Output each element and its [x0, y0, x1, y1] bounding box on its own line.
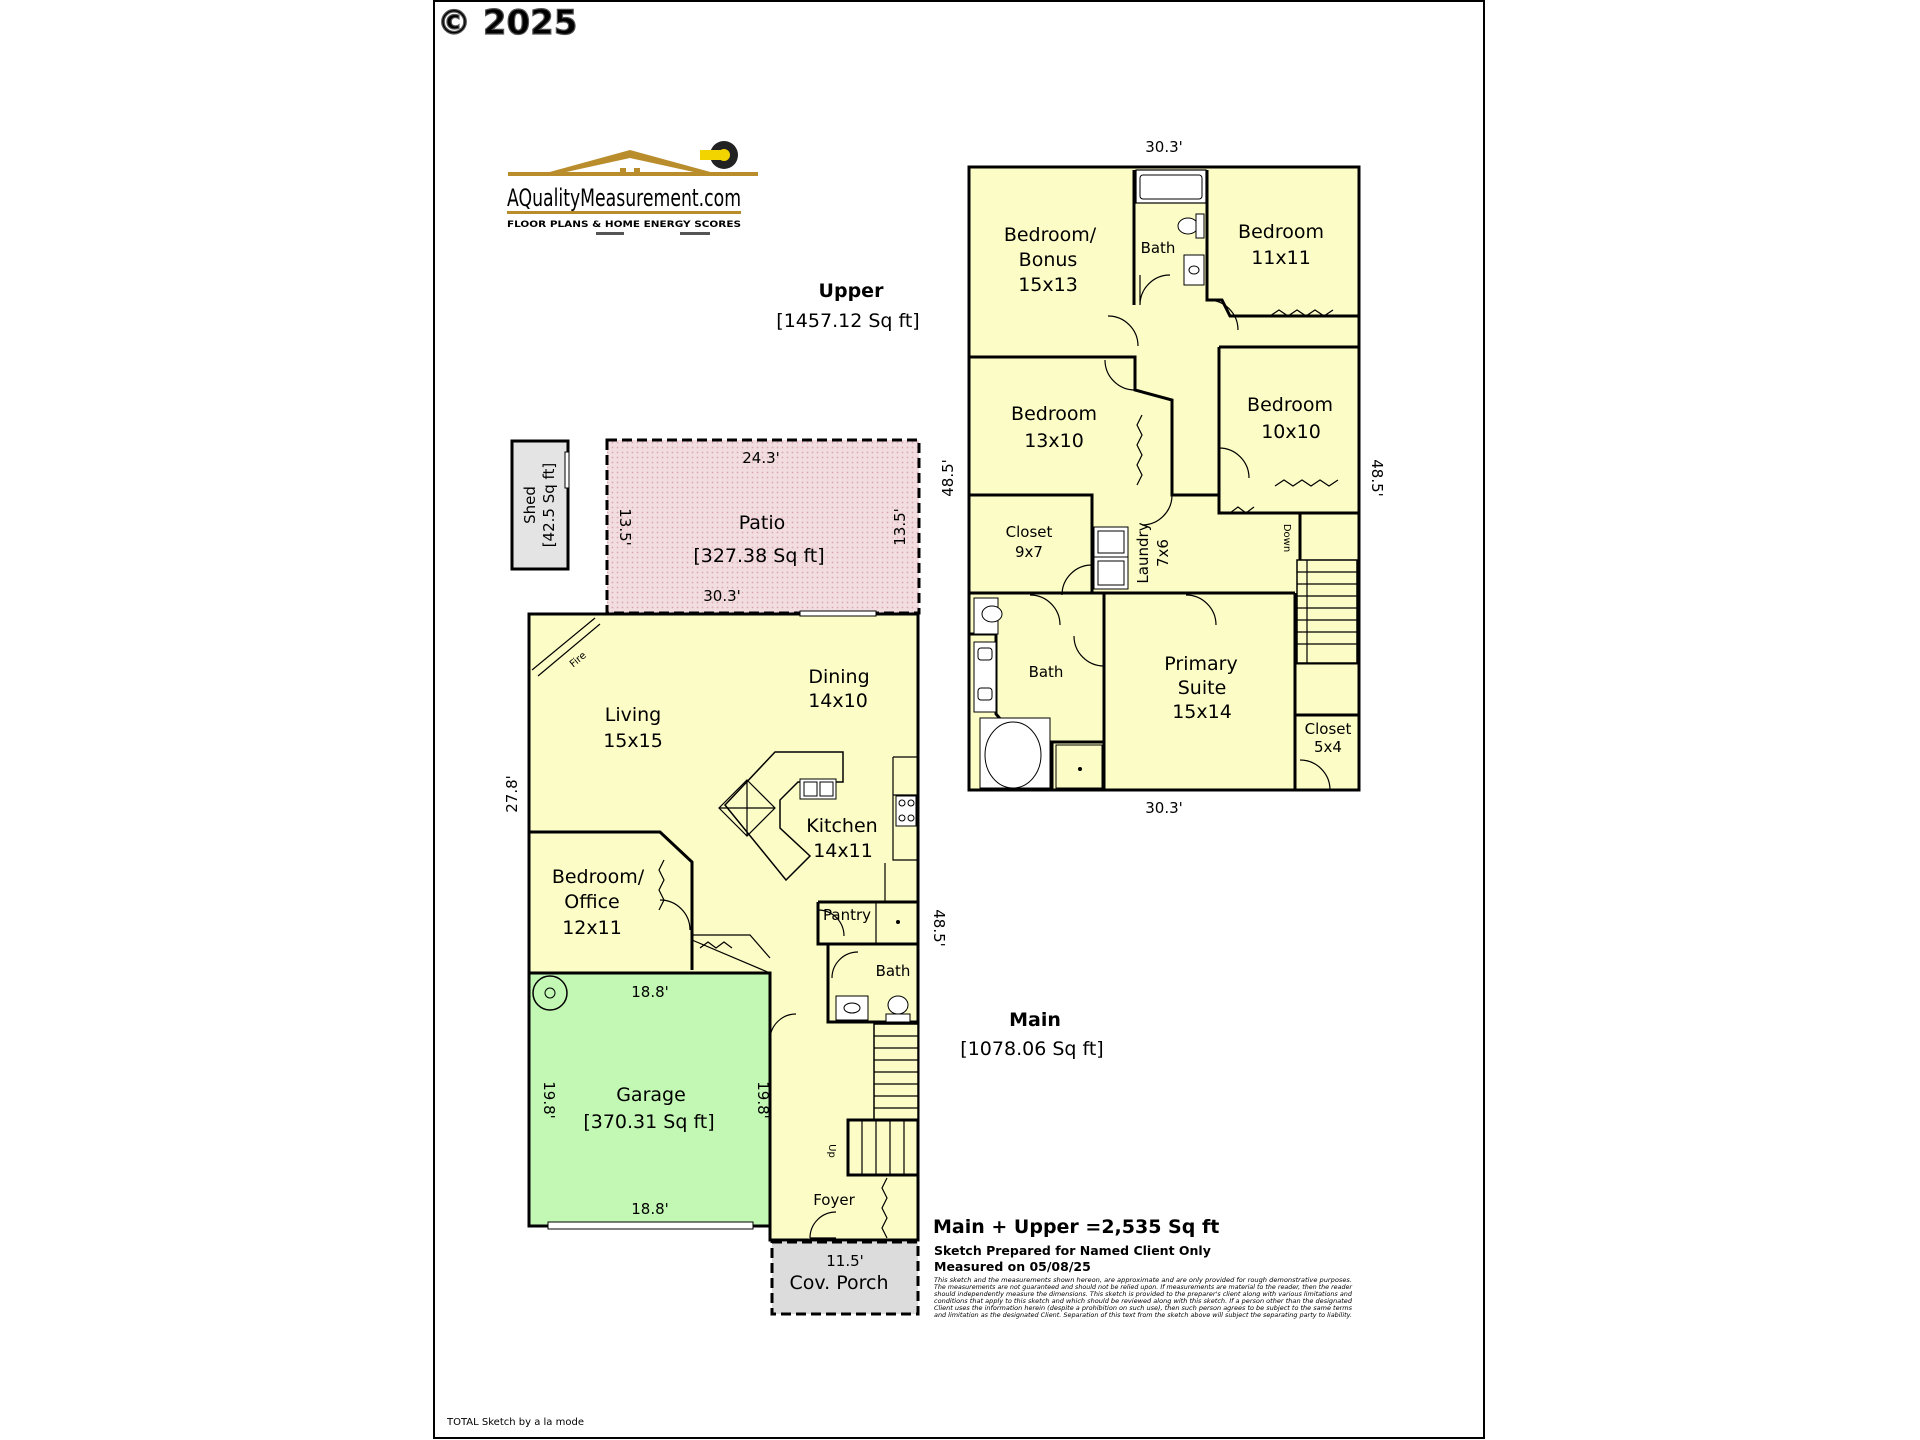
disclaimer-line: should independently measure the dimensi… [934, 1291, 1352, 1298]
room-office-size: 12x11 [562, 917, 622, 939]
room-bath-main-label: Bath [876, 962, 911, 980]
shed-area: [42.5 Sq ft] [540, 463, 558, 548]
room-dining-label: Dining [808, 666, 869, 688]
room-bonus-label: Bonus [1019, 249, 1078, 271]
garage-area: [370.31 Sq ft] [583, 1111, 714, 1133]
room-pantry-label: Pantry [823, 906, 871, 924]
patio-area: [327.38 Sq ft] [693, 545, 824, 567]
patio-dim-left: 13.5' [616, 508, 634, 546]
room-closet-b-size: 5x4 [1314, 738, 1342, 756]
upper-area: [1457.12 Sq ft] [776, 310, 919, 332]
upper-dim-right: 48.5' [1368, 459, 1386, 497]
stairs-down-label: Down [1281, 524, 1292, 552]
room-kitchen-size: 14x11 [813, 840, 873, 862]
patio-label: Patio [739, 512, 786, 534]
shed [510, 439, 570, 571]
company-logo: AQualityMeasurement.com FLOOR PLANS & HO… [507, 141, 758, 235]
main-title: Main [1009, 1009, 1061, 1031]
porch-label: Cov. Porch [789, 1272, 888, 1294]
room-primary-suite-label: Suite [1178, 677, 1227, 699]
main-area: [1078.06 Sq ft] [960, 1038, 1103, 1060]
covered-porch [770, 1240, 920, 1316]
disclaimer-line: Client uses the information herein (desp… [934, 1305, 1352, 1312]
porch-dim: 11.5' [826, 1252, 864, 1270]
patio [605, 438, 921, 615]
room-bedroom-w-size: 13x10 [1024, 430, 1084, 452]
room-bedroom-ne-label: Bedroom [1238, 221, 1324, 243]
room-closet-b-label: Closet [1305, 720, 1352, 738]
room-living-label: Living [605, 704, 662, 726]
measured-date: Measured on 05/08/25 [934, 1259, 1091, 1274]
room-closet-label: Closet [1006, 523, 1053, 541]
room-foyer-label: Foyer [813, 1191, 855, 1209]
garage [527, 971, 772, 1228]
room-living-size: 15x15 [603, 730, 663, 752]
garage-dim-left: 19.8' [540, 1081, 558, 1119]
garage-dim-bottom: 18.8' [631, 1200, 669, 1218]
room-bedroom-w-label: Bedroom [1011, 403, 1097, 425]
main-dim-left: 27.8' [503, 775, 521, 813]
disclaimer-line: This sketch and the measurements shown h… [934, 1277, 1352, 1284]
copyright-text: © 2025 [437, 3, 577, 43]
upper-outline [967, 165, 1361, 792]
disclaimer-line: conditions that apply to this sketch and… [934, 1298, 1352, 1305]
upper-dim-top: 30.3' [1145, 138, 1183, 156]
room-primary-suite-label: Primary [1164, 653, 1237, 675]
shed-label: Shed [521, 486, 539, 524]
room-bath-upper-label: Bath [1141, 239, 1176, 257]
room-laundry-size: 7x6 [1154, 539, 1172, 567]
garage-dim-top: 18.8' [631, 983, 669, 1001]
room-office-label: Office [564, 891, 619, 913]
logo-name: AQualityMeasurement.com [507, 184, 741, 212]
room-bonus-size: 15x13 [1018, 274, 1078, 296]
room-office-label: Bedroom/ [552, 866, 645, 888]
main-floor-plan [527, 610, 920, 1316]
room-primary-bath-label: Bath [1029, 663, 1064, 681]
upper-title: Upper [819, 280, 885, 302]
upper-floor-plan [967, 165, 1361, 792]
patio-dim-top: 24.3' [742, 449, 780, 467]
room-bedroom-ne-size: 11x11 [1251, 247, 1311, 269]
logo-tagline: FLOOR PLANS & HOME ENERGY SCORES [507, 220, 741, 230]
room-laundry-label: Laundry [1134, 522, 1152, 583]
disclaimer: This sketch and the measurements shown h… [934, 1277, 1353, 1319]
water-heater-icon [532, 975, 568, 1011]
room-closet-size: 9x7 [1015, 543, 1043, 561]
stairs-up-label: Up [826, 1144, 837, 1158]
garage-label: Garage [616, 1084, 686, 1106]
upper-dim-left: 48.5' [939, 459, 957, 497]
software-credit: TOTAL Sketch by a la mode [446, 1417, 584, 1428]
kitchen-island [724, 751, 844, 882]
room-bonus-label: Bedroom/ [1004, 224, 1097, 246]
room-primary-suite-size: 15x14 [1172, 701, 1232, 723]
total-area: Main + Upper =2,535 Sq ft [933, 1216, 1219, 1238]
prepared-for: Sketch Prepared for Named Client Only [934, 1243, 1211, 1258]
room-bedroom-e-label: Bedroom [1247, 394, 1333, 416]
patio-dim-bottom: 30.3' [703, 587, 741, 605]
garage-dim-right: 19.8' [754, 1081, 772, 1119]
room-kitchen-label: Kitchen [806, 815, 877, 837]
disclaimer-line: and limitation as the designated Client.… [934, 1312, 1352, 1319]
main-dim-right: 48.5' [930, 909, 948, 947]
disclaimer-line: The measurements are not guaranteed and … [934, 1284, 1353, 1291]
room-bedroom-e-size: 10x10 [1261, 421, 1321, 443]
upper-dim-bottom: 30.3' [1145, 799, 1183, 817]
room-dining-size: 14x10 [808, 690, 868, 712]
patio-dim-right: 13.5' [891, 508, 909, 546]
